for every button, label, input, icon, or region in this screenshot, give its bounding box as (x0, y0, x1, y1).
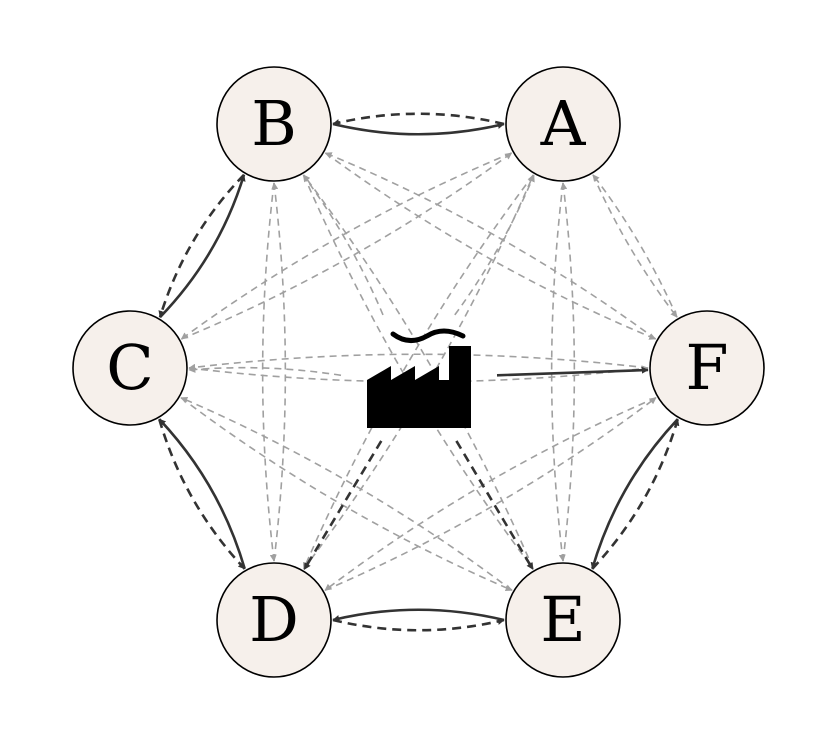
edge-A-to-D (302, 174, 534, 570)
edge-depot-to-E (455, 440, 534, 570)
node-label: A (540, 87, 587, 160)
edge-depot-to-C (188, 365, 342, 377)
node-d: D (216, 562, 332, 678)
node-c: C (72, 310, 188, 426)
node-label: E (540, 583, 585, 656)
node-label: B (251, 87, 297, 160)
node-f: F (649, 310, 765, 426)
edge-D-to-C (158, 418, 246, 570)
edge-B-to-A (332, 122, 505, 136)
edge-B-to-D (261, 182, 277, 562)
edge-depot-to-F (496, 366, 649, 377)
edge-depot-to-D (303, 440, 383, 571)
edge-D-to-F (324, 397, 657, 592)
edge-C-to-E (180, 397, 513, 592)
edge-F-to-C (188, 353, 649, 371)
edge-F-to-A (592, 174, 678, 318)
factory-icon (367, 328, 471, 428)
node-label: D (249, 583, 299, 656)
dark-edges (158, 112, 680, 632)
edge-F-to-B (324, 152, 657, 340)
edge-B-to-C (158, 173, 245, 318)
edge-F-to-E (590, 418, 679, 570)
factory-smoke (390, 328, 466, 343)
edge-A-to-F (592, 174, 678, 318)
node-circle (649, 310, 765, 426)
edge-B-to-F (324, 152, 657, 340)
factory-body (367, 346, 471, 428)
node-label: F (685, 331, 728, 404)
edge-E-to-F (591, 418, 680, 570)
nodes-group: A B C D E F (72, 66, 765, 678)
node-circle (505, 66, 621, 182)
edge-F-to-D (324, 396, 657, 591)
node-circle (216, 66, 332, 182)
edge-C-to-B (159, 174, 246, 319)
node-label: C (106, 331, 153, 404)
edge-C-to-D (158, 418, 246, 570)
node-circle (216, 562, 332, 678)
edge-E-to-A (560, 182, 576, 562)
edge-depot-to-A (454, 174, 535, 316)
node-b: B (216, 66, 332, 182)
edge-A-to-B (332, 112, 505, 126)
edge-A-to-C (180, 152, 512, 340)
edge-C-to-A (181, 152, 513, 340)
node-circle (72, 310, 188, 426)
node-a: A (505, 66, 621, 182)
dashed-light-edges (180, 152, 678, 592)
edge-E-to-B (303, 174, 535, 570)
node-e: E (505, 562, 621, 678)
edge-E-to-D (332, 608, 505, 622)
edge-D-to-B (271, 182, 287, 562)
edge-D-to-E (332, 618, 505, 632)
edge-A-to-E (550, 182, 566, 562)
edge-depot-to-B (302, 174, 384, 316)
node-circle (505, 562, 621, 678)
edge-E-to-C (180, 396, 513, 591)
